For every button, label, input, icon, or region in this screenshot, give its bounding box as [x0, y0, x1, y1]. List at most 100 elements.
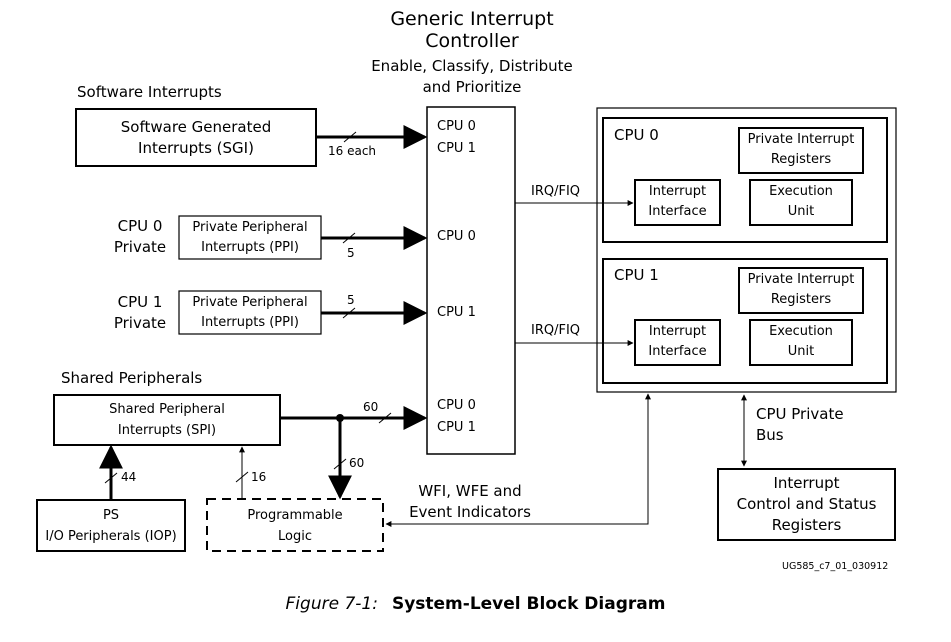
cpu1-eu-label: Execution Unit — [750, 322, 852, 362]
bus-slash-ppi1 — [342, 307, 356, 319]
ps-box — [36, 499, 186, 552]
pl-box — [206, 498, 384, 552]
sgi-box — [75, 108, 317, 167]
cpu1-ii-line2: Interface — [648, 344, 707, 359]
ics-label: Interrupt Control and Status Registers — [718, 473, 895, 536]
cpu1-pir-line2: Registers — [770, 292, 832, 307]
ppi1-line2: Interrupts (PPI) — [201, 315, 299, 330]
spi-line2: Interrupts (SPI) — [117, 423, 217, 438]
wfi-label: WFI, WFE and Event Indicators — [395, 481, 545, 523]
bus-slash-ps — [104, 472, 118, 484]
gic-title: Generic Interrupt Controller — [372, 8, 572, 52]
figure-caption: Figure 7-1: System-Level Block Diagram — [0, 594, 951, 614]
pl-up-bus-label: 16 — [251, 470, 267, 484]
cpu1-private-line2: Private — [113, 314, 167, 332]
gic-port: CPU 0 — [437, 229, 476, 244]
spi-box — [53, 394, 281, 446]
caption-title: System-Level Block Diagram — [391, 594, 666, 614]
cpu0-pir-line1: Private Interrupt — [747, 132, 855, 147]
sgi-bus-label: 16 each — [328, 144, 377, 158]
cpu1-eu-line1: Execution — [769, 324, 833, 339]
cpu1-pir-box — [738, 267, 864, 314]
gic-subtitle-line1: Enable, Classify, Distribute — [371, 57, 573, 75]
gic-port: CPU 1 — [437, 420, 476, 435]
cpu0-core-name: CPU 0 — [614, 126, 659, 144]
cpu0-ii-box — [634, 179, 721, 226]
ppi0-box-label: Private Peripheral Interrupts (PPI) — [179, 218, 321, 258]
ics-box — [717, 468, 896, 541]
cpu-bus-line1: CPU Private — [756, 405, 844, 423]
gic-port: CPU 0 — [437, 398, 476, 413]
cpu0-private-line2: Private — [113, 238, 167, 256]
ps-line1: PS — [102, 508, 120, 523]
gic-port: CPU 0 — [437, 119, 476, 134]
bus-slash-ppi0 — [342, 232, 356, 244]
gic-port: CPU 1 — [437, 141, 476, 156]
cpu0-private-line1: CPU 0 — [117, 217, 163, 235]
ps-box-label: PS I/O Peripherals (IOP) — [37, 505, 185, 547]
cpu1-ii-box — [634, 319, 721, 366]
ppi0-bus-label: 5 — [347, 246, 355, 260]
spi-box-label: Shared Peripheral Interrupts (SPI) — [54, 399, 280, 441]
cpu1-private-label: CPU 1 Private — [105, 292, 175, 334]
gic-title-line2: Controller — [425, 30, 519, 52]
ics-line3: Registers — [771, 516, 842, 534]
cpu0-eu-line1: Execution — [769, 184, 833, 199]
cpu1-pir-label: Private Interrupt Registers — [739, 270, 863, 310]
ppi0-line1: Private Peripheral — [192, 220, 308, 235]
irq-label-cpu0: IRQ/FIQ — [531, 184, 581, 199]
sgi-line1: Software Generated — [120, 118, 272, 136]
ppi1-line1: Private Peripheral — [192, 295, 308, 310]
bus-slash-pl-up — [235, 471, 249, 483]
pl-line1: Programmable — [247, 508, 343, 523]
cpu1-ii-label: Interrupt Interface — [635, 322, 720, 362]
cpu0-ii-line1: Interrupt — [648, 184, 707, 199]
ps-line2: I/O Peripherals (IOP) — [45, 529, 177, 544]
spi-gic-bus-label: 60 — [363, 400, 379, 414]
figure-id: UG585_c7_01_030912 — [782, 561, 889, 572]
gic-subtitle: Enable, Classify, Distribute and Priorit… — [362, 56, 582, 98]
cpu0-eu-box — [749, 179, 853, 226]
pl-line2: Logic — [278, 529, 312, 544]
cpu0-pir-line2: Registers — [770, 152, 832, 167]
sgi-box-label: Software Generated Interrupts (SGI) — [76, 117, 316, 159]
gic-port: CPU 1 — [437, 305, 476, 320]
ics-line2: Control and Status — [736, 495, 877, 513]
cpu1-core-name: CPU 1 — [614, 266, 659, 284]
cpu0-eu-line2: Unit — [787, 204, 815, 219]
ppi1-bus-label: 5 — [347, 293, 355, 307]
bus-slash-pl — [333, 458, 347, 470]
gic-subtitle-line2: and Prioritize — [422, 78, 522, 96]
spi-pl-bus-label: 60 — [349, 456, 365, 470]
spi-line1: Shared Peripheral — [109, 402, 225, 417]
sgi-line2: Interrupts (SGI) — [138, 139, 254, 157]
cpu1-eu-line2: Unit — [787, 344, 815, 359]
ppi0-line2: Interrupts (PPI) — [201, 240, 299, 255]
wfi-arrow — [385, 393, 651, 527]
shared-peripherals-heading: Shared Peripherals — [61, 369, 203, 387]
cpu0-pir-label: Private Interrupt Registers — [739, 130, 863, 170]
pl-box-label: Programmable Logic — [207, 505, 383, 547]
cpu0-ii-label: Interrupt Interface — [635, 182, 720, 222]
cpu1-eu-box — [749, 319, 853, 366]
cpu1-private-line1: CPU 1 — [117, 293, 163, 311]
cpu0-pir-box — [738, 127, 864, 174]
irq-label-cpu1: IRQ/FIQ — [531, 323, 581, 338]
bus-slash-sgi — [343, 131, 357, 143]
wfi-line2: Event Indicators — [409, 503, 531, 521]
caption-figure-number: Figure 7-1: — [285, 594, 378, 614]
ics-line1: Interrupt — [773, 474, 840, 492]
cpu0-eu-label: Execution Unit — [750, 182, 852, 222]
cpu1-pir-line1: Private Interrupt — [747, 272, 855, 287]
cpu1-ii-line1: Interrupt — [648, 324, 707, 339]
ppi-box-cpu0 — [178, 215, 322, 260]
software-interrupts-heading: Software Interrupts — [77, 83, 222, 101]
cpu-private-bus-label: CPU Private Bus — [756, 404, 844, 446]
gic-title-line1: Generic Interrupt — [390, 8, 554, 30]
wfi-line1: WFI, WFE and — [418, 482, 522, 500]
cpu-bus-line2: Bus — [756, 426, 784, 444]
ppi1-box-label: Private Peripheral Interrupts (PPI) — [179, 293, 321, 333]
ps-bus-label: 44 — [121, 470, 137, 484]
cpu0-ii-line2: Interface — [648, 204, 707, 219]
